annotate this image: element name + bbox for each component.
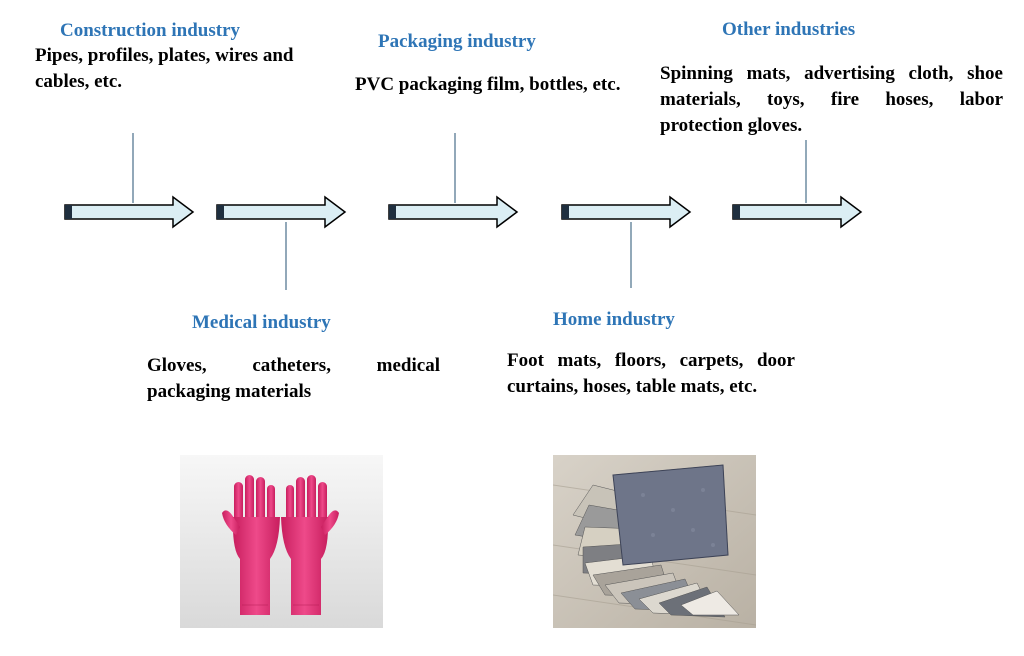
- title-home-industry: Home industry: [553, 309, 675, 330]
- flooring-samples-image: [553, 455, 756, 628]
- desc-other-industries: Spinning mats, advertising cloth, shoe m…: [660, 63, 1003, 136]
- title-other-industries: Other industries: [722, 19, 856, 40]
- arrow-2: [216, 195, 347, 229]
- arrow-5: [732, 195, 863, 229]
- desc-home-industry: Foot mats, floors, carpets, door curtain…: [507, 350, 795, 397]
- desc-packaging-industry: PVC packaging film, bottles, etc.: [355, 74, 621, 95]
- desc-construction-industry: Pipes, profiles, plates, wires and cable…: [35, 45, 294, 92]
- arrow-1: [64, 195, 195, 229]
- title-medical-industry: Medical industry: [192, 312, 331, 333]
- title-construction-industry: Construction industry: [60, 20, 240, 41]
- arrow-3: [388, 195, 519, 229]
- pink-gloves-image: [180, 455, 383, 628]
- title-packaging-industry: Packaging industry: [378, 31, 536, 52]
- desc-medical-industry: Gloves, catheters, medical packaging mat…: [147, 355, 440, 402]
- arrow-4: [561, 195, 692, 229]
